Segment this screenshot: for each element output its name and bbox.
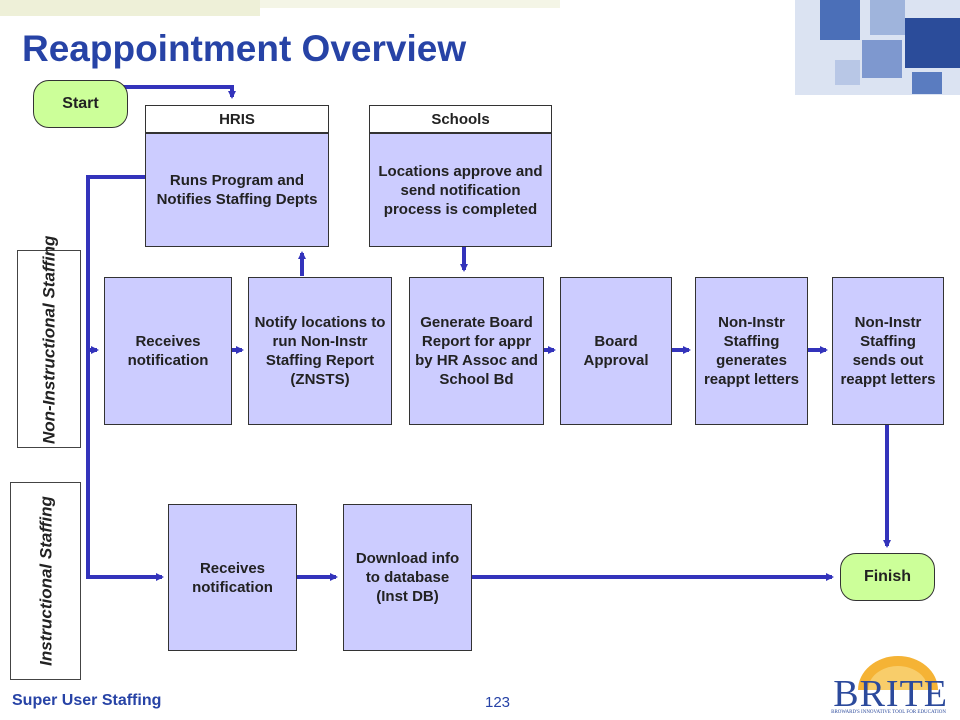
download-info-box: Download info to database (Inst DB): [343, 504, 472, 651]
runs-program-box: Runs Program and Notifies Staffing Depts: [145, 133, 329, 247]
receives-notification-ni-box: Receives notification: [104, 277, 232, 425]
start-terminal: Start: [33, 80, 128, 128]
page-title: Reappointment Overview: [22, 28, 467, 69]
generates-letters-box: Non-Instr Staffing generates reappt lett…: [695, 277, 808, 425]
footer-title: Super User Staffing: [12, 692, 162, 709]
hris-header: HRIS: [145, 105, 329, 133]
receives-notification-i-box: Receives notification: [168, 504, 297, 651]
sends-letters-box: Non-Instr Staffing sends out reappt lett…: [832, 277, 944, 425]
generate-board-report-box: Generate Board Report for appr by HR Ass…: [409, 277, 544, 425]
notify-locations-box: Notify locations to run Non-Instr Staffi…: [248, 277, 392, 425]
locations-approve-box: Locations approve and send notification …: [369, 133, 552, 247]
page-number: 123: [485, 694, 511, 711]
lane-instructional: Instructional Staffing: [10, 482, 81, 680]
schools-header: Schools: [369, 105, 552, 133]
brite-logo: BRITE: [833, 673, 948, 715]
lane-non-instructional: Non-Instructional Staffing: [17, 236, 81, 448]
brite-logo-tagline: BROWARD'S INNOVATIVE TOOL FOR EDUCATION: [831, 710, 946, 715]
board-approval-box: Board Approval: [560, 277, 672, 425]
finish-terminal: Finish: [840, 553, 935, 601]
